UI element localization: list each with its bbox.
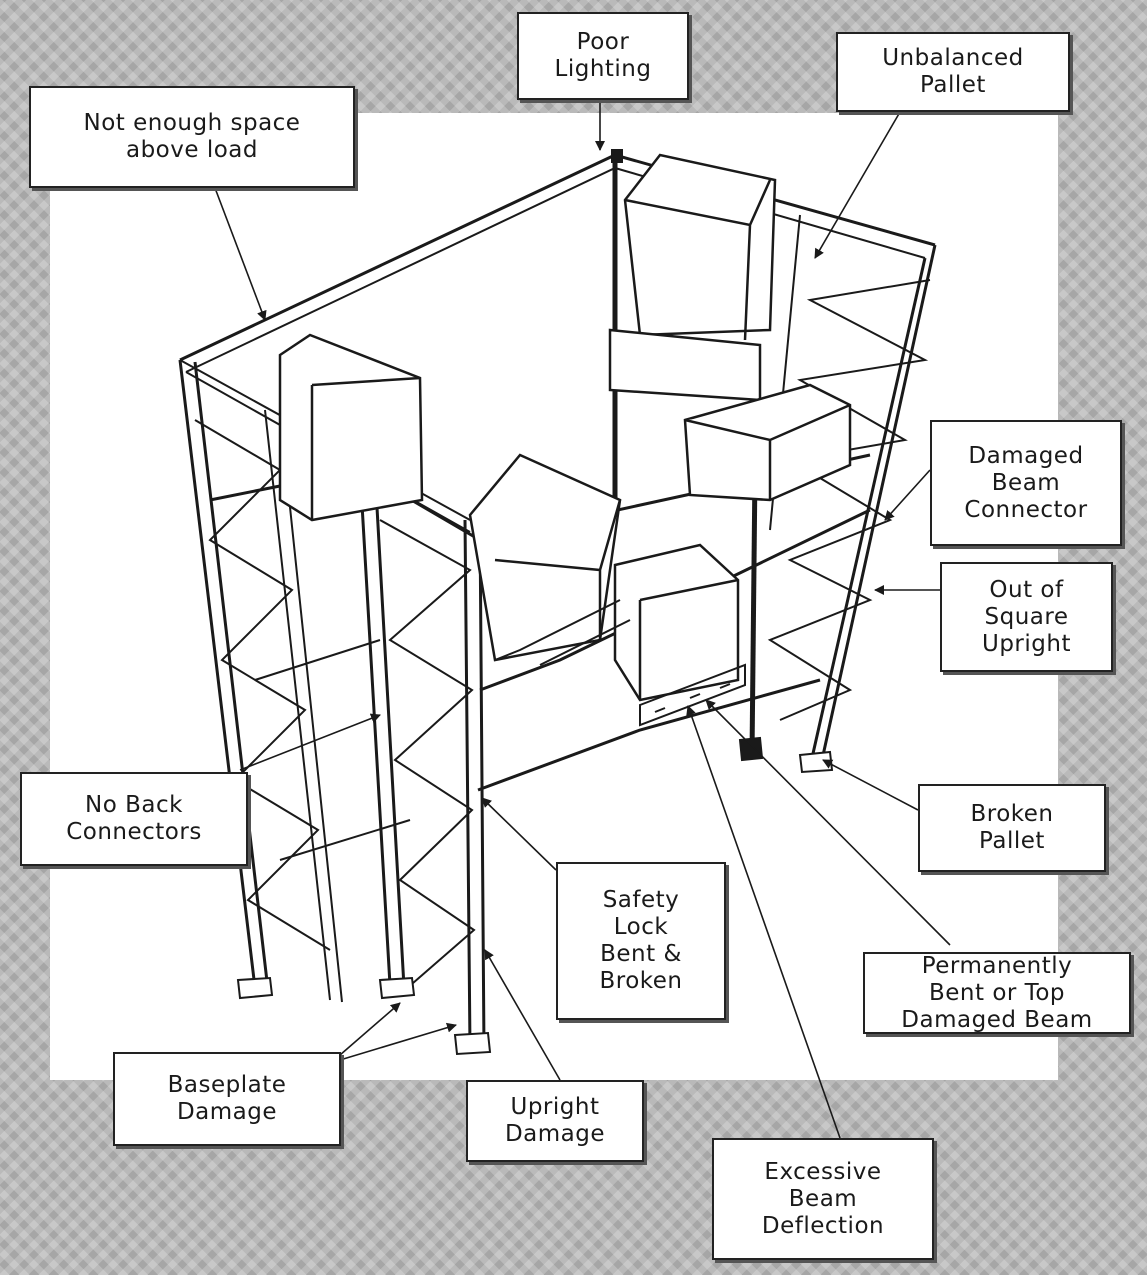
leader-broken-pallet	[822, 759, 919, 811]
leader-excessive-deflection	[686, 705, 841, 1139]
leader-baseplate-damage-1	[339, 1002, 401, 1056]
label-poor-lighting: Poor Lighting	[517, 12, 689, 100]
label-unbalanced-pallet: Unbalanced Pallet	[836, 32, 1070, 112]
label-permanently-bent-beam: Permanently Bent or Top Damaged Beam	[863, 952, 1131, 1034]
front-upright-frame	[358, 469, 486, 1051]
left-upright-frame	[178, 359, 343, 1003]
leader-no-back-connectors	[239, 713, 381, 771]
leader-unbalanced-pallet	[814, 111, 901, 259]
leader-upright-damage	[484, 949, 561, 1081]
label-out-of-square-upright: Out of Square Upright	[940, 562, 1113, 672]
rack-structure	[178, 149, 937, 1056]
leader-baseplate-damage-2	[339, 1022, 457, 1061]
base-plates	[236, 149, 834, 1056]
leader-not-enough-space	[214, 187, 267, 321]
label-baseplate-damage: Baseplate Damage	[113, 1052, 341, 1146]
loads	[278, 153, 852, 702]
leader-permanently-bent	[705, 699, 951, 946]
pallets	[494, 599, 746, 727]
label-broken-pallet: Broken Pallet	[918, 784, 1106, 872]
label-excessive-beam-deflection: Excessive Beam Deflection	[712, 1138, 934, 1260]
label-damaged-beam-connector: Damaged Beam Connector	[930, 420, 1122, 546]
leader-lines	[214, 100, 951, 1139]
label-not-enough-space: Not enough space above load	[29, 86, 355, 188]
label-upright-damage: Upright Damage	[466, 1080, 644, 1162]
leader-safety-lock	[481, 797, 557, 871]
label-safety-lock-bent-broken: Safety Lock Bent & Broken	[556, 862, 726, 1020]
label-no-back-connectors: No Back Connectors	[20, 772, 248, 866]
leader-damaged-beam-connector	[884, 469, 931, 521]
